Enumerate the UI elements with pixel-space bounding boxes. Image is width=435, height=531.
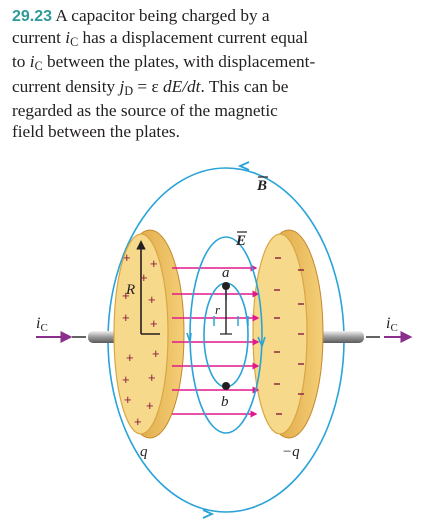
plus-sign: +: [123, 250, 131, 265]
label-ic-right: iC: [386, 315, 398, 334]
label-minus-q: −q: [282, 444, 300, 460]
b-field-arrow-mid: [186, 332, 192, 343]
caption-line-5: regarded as the source of the magnetic: [12, 101, 278, 121]
symbol-jd-sub: D: [124, 83, 134, 98]
caption-text-3b: between the plates, with displacement-: [42, 52, 316, 72]
symbol-jd: j: [119, 76, 125, 96]
figure-number: 29.23: [12, 8, 53, 25]
b-field-arrow-bottom: [202, 509, 215, 519]
plus-sign: +: [122, 288, 130, 303]
equation-derivative: dE/dt: [163, 76, 201, 96]
caption-line-4: current density jD = ε dE/dt. This can b…: [12, 77, 424, 102]
symbol-ic-sub: C: [34, 59, 43, 74]
point-b: [222, 382, 230, 390]
symbol-ic: i: [29, 52, 35, 72]
label-r: r: [215, 302, 221, 317]
label-a: a: [222, 265, 230, 281]
caption-line-6: field between the plates.: [12, 122, 180, 142]
negative-charges: [274, 257, 304, 415]
right-plate: [252, 229, 324, 439]
label-ic-right-symbol: i: [386, 315, 390, 332]
b-field-arrow-top: [237, 161, 250, 171]
caption-line-1: 29.23 A capacitor being charged by a: [12, 6, 424, 28]
equation-operator: = ε: [133, 76, 164, 96]
positive-charges: + + + + + + + + + + + + + +: [122, 250, 160, 429]
point-a: [222, 282, 230, 290]
plus-sign: +: [148, 292, 156, 307]
b-field-arrow-mid-right: [257, 336, 266, 349]
label-ic-left: iC: [36, 315, 48, 334]
plus-sign: +: [126, 350, 134, 365]
label-B: B: [256, 178, 267, 194]
caption-text-3a: to: [12, 52, 30, 72]
plus-sign: +: [150, 256, 158, 271]
caption-text-2a: current: [12, 27, 66, 47]
label-ic-left-sub: C: [40, 322, 47, 334]
plus-sign: +: [140, 270, 148, 285]
wire-right: [318, 331, 364, 343]
caption-text-4b: . This can be: [200, 76, 289, 96]
plus-sign: +: [150, 316, 158, 331]
label-E: E: [235, 233, 246, 249]
label-ic-right-sub: C: [390, 322, 397, 334]
caption-text-2b: has a displacement current equal: [78, 27, 308, 47]
caption-line-3: to iC between the plates, with displacem…: [12, 52, 424, 77]
caption-line-2: current iC has a displacement current eq…: [12, 28, 424, 53]
caption-text-1: A capacitor being charged by a: [55, 6, 270, 25]
plus-sign: +: [148, 370, 156, 385]
label-R: R: [125, 282, 135, 298]
plus-sign: +: [152, 346, 160, 361]
figure-caption: 29.23 A capacitor being charged by a cur…: [12, 6, 424, 143]
plus-sign: +: [134, 414, 142, 429]
label-q: q: [140, 444, 148, 460]
label-b: b: [221, 394, 229, 410]
plus-sign: +: [124, 392, 132, 407]
symbol-ic: i: [65, 27, 71, 47]
label-ic-left-symbol: i: [36, 315, 40, 332]
plus-sign: +: [146, 398, 154, 413]
plus-sign: +: [122, 372, 130, 387]
caption-text-4a: current density: [12, 76, 120, 96]
plus-sign: +: [122, 310, 130, 325]
symbol-ic-sub: C: [70, 34, 79, 49]
